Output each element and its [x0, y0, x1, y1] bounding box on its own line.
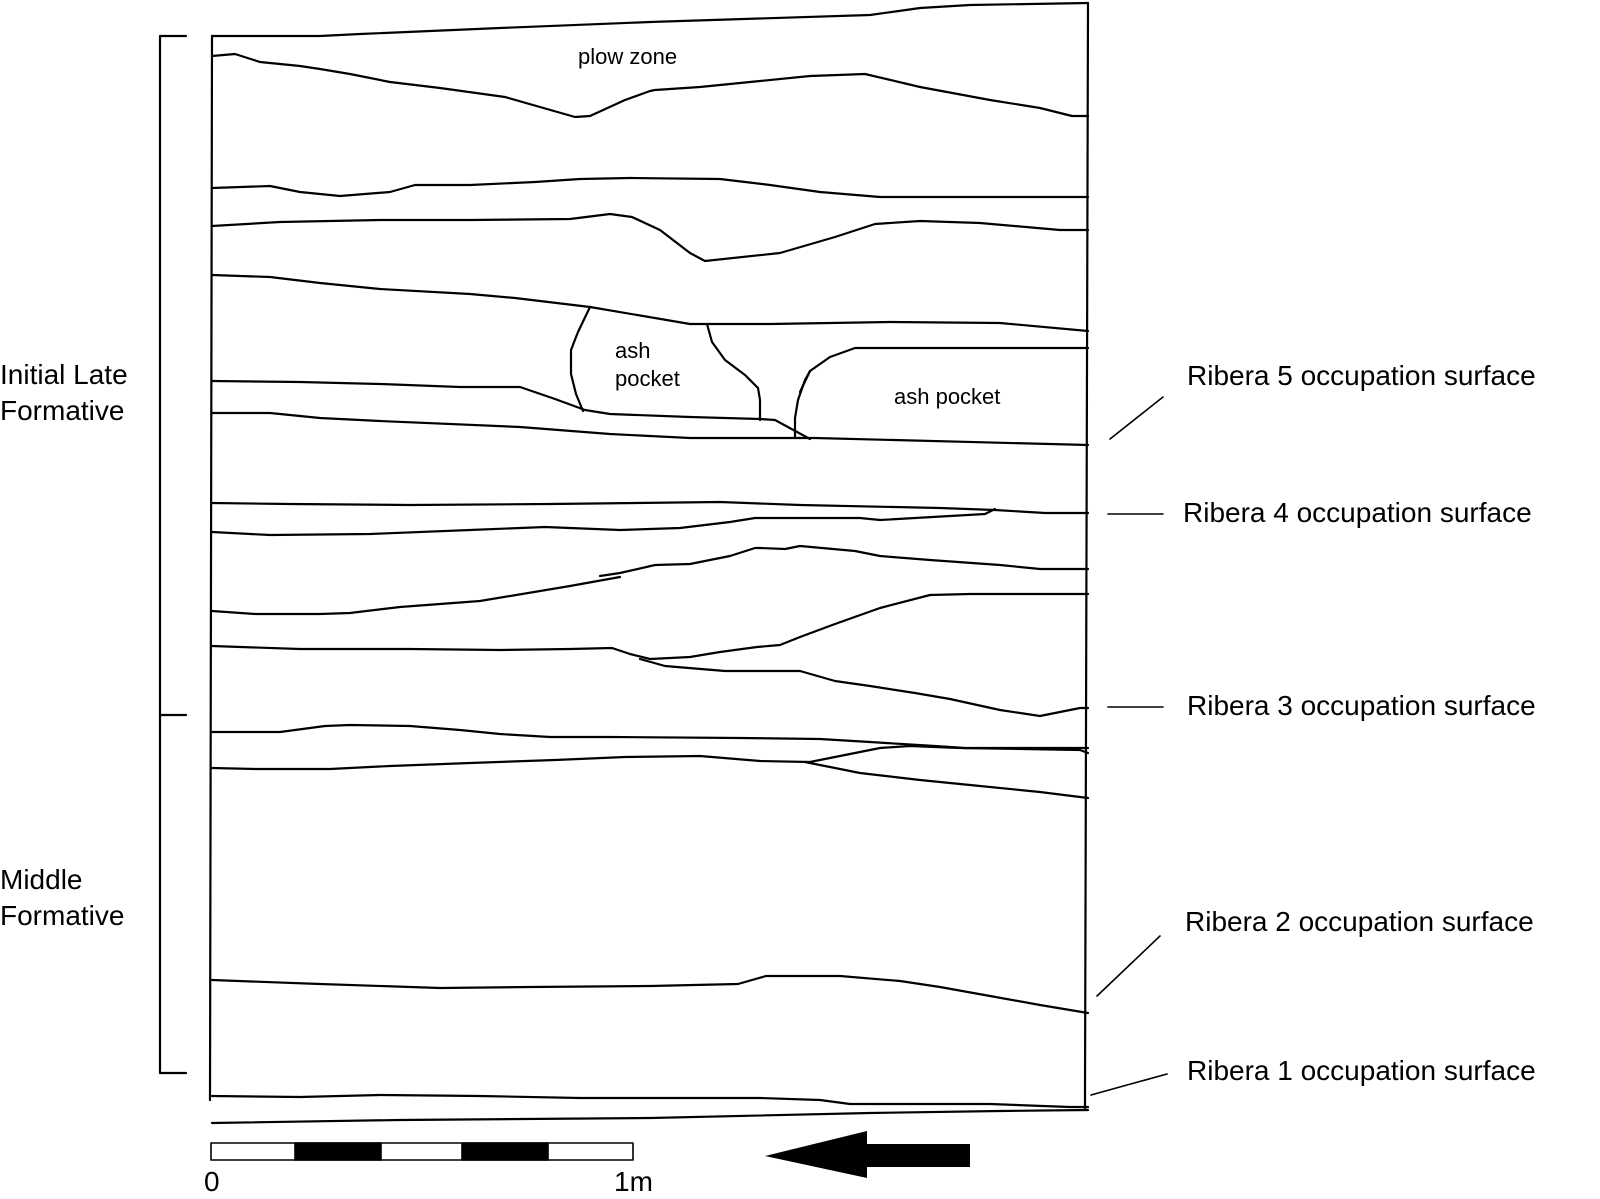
ash-pocket-right-label: ash pocket — [894, 384, 1001, 409]
scale-bar — [210, 1142, 634, 1161]
surface-label-ribera-3: Ribera 3 occupation surface — [1187, 690, 1536, 721]
surface-label-ribera-5: Ribera 5 occupation surface — [1187, 360, 1536, 391]
label-leaders — [1090, 396, 1168, 1096]
plow-zone-label: plow zone — [578, 44, 678, 69]
direction-arrow-icon — [765, 1131, 970, 1178]
surface-label-ribera-4: Ribera 4 occupation surface — [1183, 497, 1532, 528]
period-label-middle-formative: Middle Formative — [0, 864, 125, 931]
surface-label-ribera-1: Ribera 1 occupation surface — [1187, 1055, 1536, 1086]
ash-pocket-outlines — [569, 305, 812, 440]
surface-label-ribera-2: Ribera 2 occupation surface — [1185, 906, 1534, 937]
period-bracket — [158, 34, 188, 1075]
scale-start-label: 0 — [204, 1166, 220, 1197]
strata-boundaries — [210, 1, 1090, 1125]
period-label-initial-late-formative: Initial Late Formative — [0, 359, 128, 426]
profile-frame — [208, 1, 1090, 1102]
scale-end-label: 1m — [614, 1166, 653, 1197]
ash-pocket-left-label: ash pocket — [615, 338, 680, 391]
